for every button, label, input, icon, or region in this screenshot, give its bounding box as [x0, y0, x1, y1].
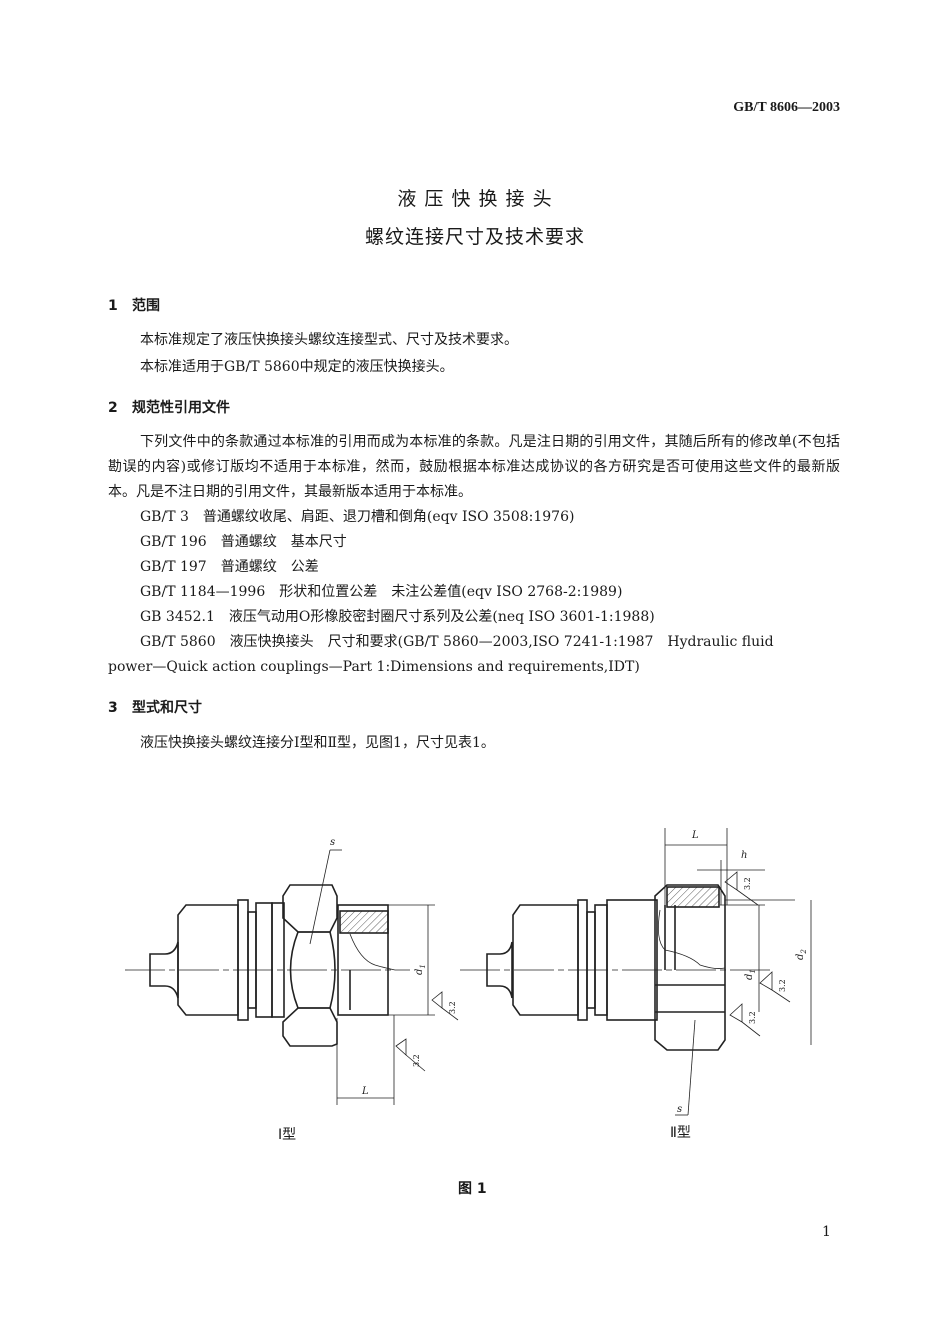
type-2-caption: Ⅱ型 [670, 1125, 691, 1141]
reference-item: GB/T 197 普通螺纹 公差 [140, 559, 319, 575]
hex-body [654, 884, 726, 1051]
section-title: 范围 [132, 298, 160, 314]
type-2-coupling [460, 828, 812, 1116]
section-number: 1 [108, 298, 118, 314]
reference-item: GB/T 196 普通螺纹 基本尺寸 [140, 534, 347, 550]
label-d1: d1 [414, 964, 427, 975]
scope-paragraph-1: 本标准规定了液压快换接头螺纹连接型式、尺寸及技术要求。 [140, 332, 518, 348]
label-L: L [691, 830, 699, 841]
reference-item-continued: power—Quick action couplings—Part 1:Dime… [108, 659, 640, 675]
scope-paragraph-2: 本标准适用于GB/T 5860中规定的液压快换接头。 [140, 359, 454, 375]
reference-item: GB/T 5860 液压快换接头 尺寸和要求(GB/T 5860—2003,IS… [140, 634, 774, 650]
section-title: 型式和尺寸 [132, 700, 202, 716]
section-number: 2 [108, 400, 118, 416]
references-intro: 下列文件中的条款通过本标准的引用而成为本标准的条款。凡是注日期的引用文件，其随后… [108, 434, 840, 500]
figure-caption: 图 1 [458, 1181, 487, 1197]
hex-nut [282, 884, 338, 933]
label-s: s [330, 837, 335, 848]
section-2-heading: 2 规范性引用文件 [108, 397, 230, 417]
label-s: s [677, 1104, 682, 1115]
label-L: L [361, 1086, 369, 1097]
section-title: 规范性引用文件 [132, 400, 230, 416]
label-d2: d2 [795, 949, 808, 960]
page-number: 1 [822, 1224, 831, 1240]
roughness-value: 3.2 [412, 1054, 421, 1067]
roughness-value: 3.2 [448, 1001, 457, 1014]
type-1-coupling [125, 849, 459, 1105]
roughness-value: 3.2 [748, 1011, 757, 1024]
label-d1: d1 [744, 969, 757, 980]
types-paragraph: 液压快换接头螺纹连接分Ⅰ型和Ⅱ型，见图1，尺寸见表1。 [140, 735, 495, 751]
reference-item: GB/T 1184—1996 形状和位置公差 未注公差值(eqv ISO 276… [140, 584, 623, 600]
reference-item: GB/T 3 普通螺纹收尾、肩距、退刀槽和倒角(eqv ISO 3508:197… [140, 509, 575, 525]
title-line-2: 螺纹连接尺寸及技术要求 [364, 226, 585, 248]
section-3-heading: 3 型式和尺寸 [108, 697, 202, 717]
standard-number: GB/T 8606—2003 [733, 100, 840, 115]
title-line-1: 液 压 快 换 接 头 [397, 188, 553, 210]
section-1-heading: 1 范围 [108, 295, 160, 315]
label-h: h [741, 850, 747, 861]
section-number: 3 [108, 700, 118, 716]
type-1-caption: Ⅰ型 [278, 1127, 297, 1143]
roughness-value: 3.2 [743, 877, 752, 890]
roughness-value: 3.2 [778, 979, 787, 992]
reference-item: GB 3452.1 液压气动用O形橡胶密封圈尺寸系列及公差(neq ISO 36… [140, 609, 655, 625]
